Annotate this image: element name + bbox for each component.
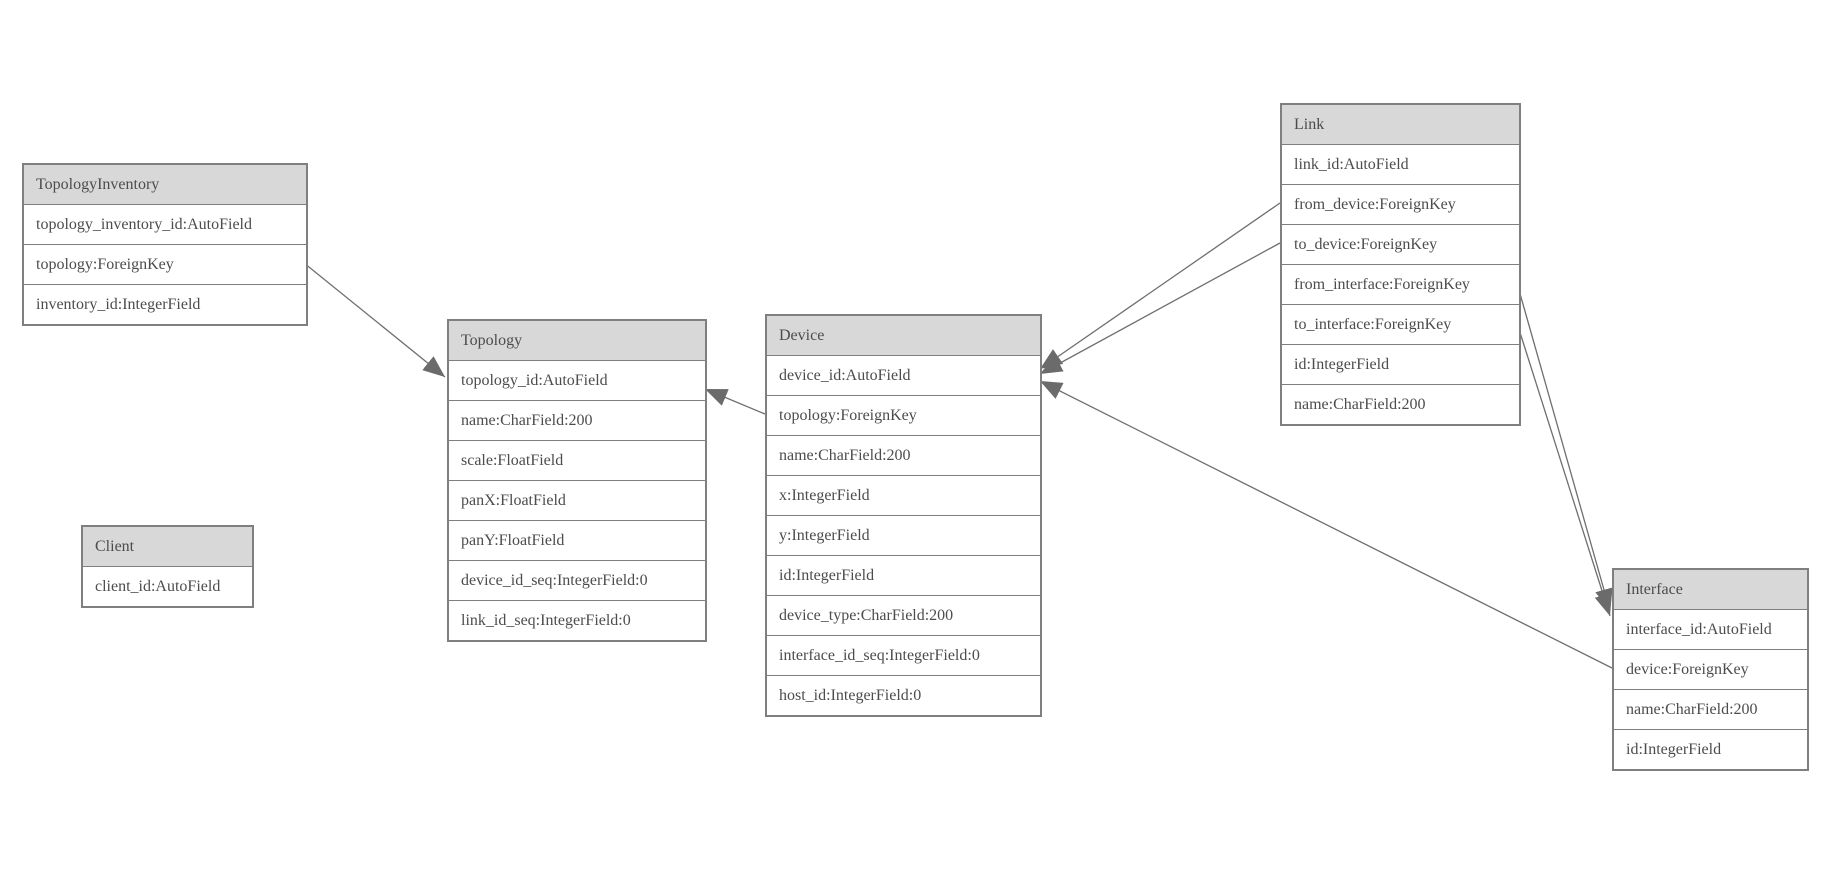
field-row: device_id_seq:IntegerField:0 (449, 561, 705, 601)
entity-title-topology: Topology (449, 321, 705, 361)
field-row: name:CharField:200 (449, 401, 705, 441)
edge-link-to-interface-fk (1516, 322, 1612, 617)
field-row: topology_inventory_id:AutoField (24, 205, 306, 245)
entity-title-device: Device (767, 316, 1040, 356)
field-row: from_interface:ForeignKey (1282, 265, 1519, 305)
edge-link-to-device-fk (1039, 242, 1281, 375)
field-row: from_device:ForeignKey (1282, 185, 1519, 225)
field-row: name:CharField:200 (767, 436, 1040, 476)
edge-device-topology-fk (704, 388, 766, 415)
field-row: inventory_id:IntegerField (24, 285, 306, 324)
field-row: panY:FloatField (449, 521, 705, 561)
field-row: name:CharField:200 (1614, 690, 1807, 730)
entity-title-interface: Interface (1614, 570, 1807, 610)
field-row: topology:ForeignKey (24, 245, 306, 285)
field-row: interface_id:AutoField (1614, 610, 1807, 650)
edge-link-from-device-fk (1039, 202, 1281, 370)
field-row: device:ForeignKey (1614, 650, 1807, 690)
field-row: name:CharField:200 (1282, 385, 1519, 424)
field-row: link_id_seq:IntegerField:0 (449, 601, 705, 640)
edge-link-from-interface-fk (1516, 282, 1613, 612)
entity-title-topology-inventory: TopologyInventory (24, 165, 306, 205)
field-row: x:IntegerField (767, 476, 1040, 516)
field-row: host_id:IntegerField:0 (767, 676, 1040, 715)
field-row: client_id:AutoField (83, 567, 252, 606)
field-row: interface_id_seq:IntegerField:0 (767, 636, 1040, 676)
field-row: topology:ForeignKey (767, 396, 1040, 436)
field-row: link_id:AutoField (1282, 145, 1519, 185)
field-row: topology_id:AutoField (449, 361, 705, 401)
entity-title-link: Link (1282, 105, 1519, 145)
field-row: panX:FloatField (449, 481, 705, 521)
field-row: to_interface:ForeignKey (1282, 305, 1519, 345)
field-row: id:IntegerField (1282, 345, 1519, 385)
edge-topologyinventory-topology-fk (303, 262, 446, 378)
field-row: device_id:AutoField (767, 356, 1040, 396)
field-row: y:IntegerField (767, 516, 1040, 556)
field-row: id:IntegerField (767, 556, 1040, 596)
field-row: scale:FloatField (449, 441, 705, 481)
field-row: device_type:CharField:200 (767, 596, 1040, 636)
entity-title-client: Client (83, 527, 252, 567)
field-row: id:IntegerField (1614, 730, 1807, 769)
field-row: to_device:ForeignKey (1282, 225, 1519, 265)
